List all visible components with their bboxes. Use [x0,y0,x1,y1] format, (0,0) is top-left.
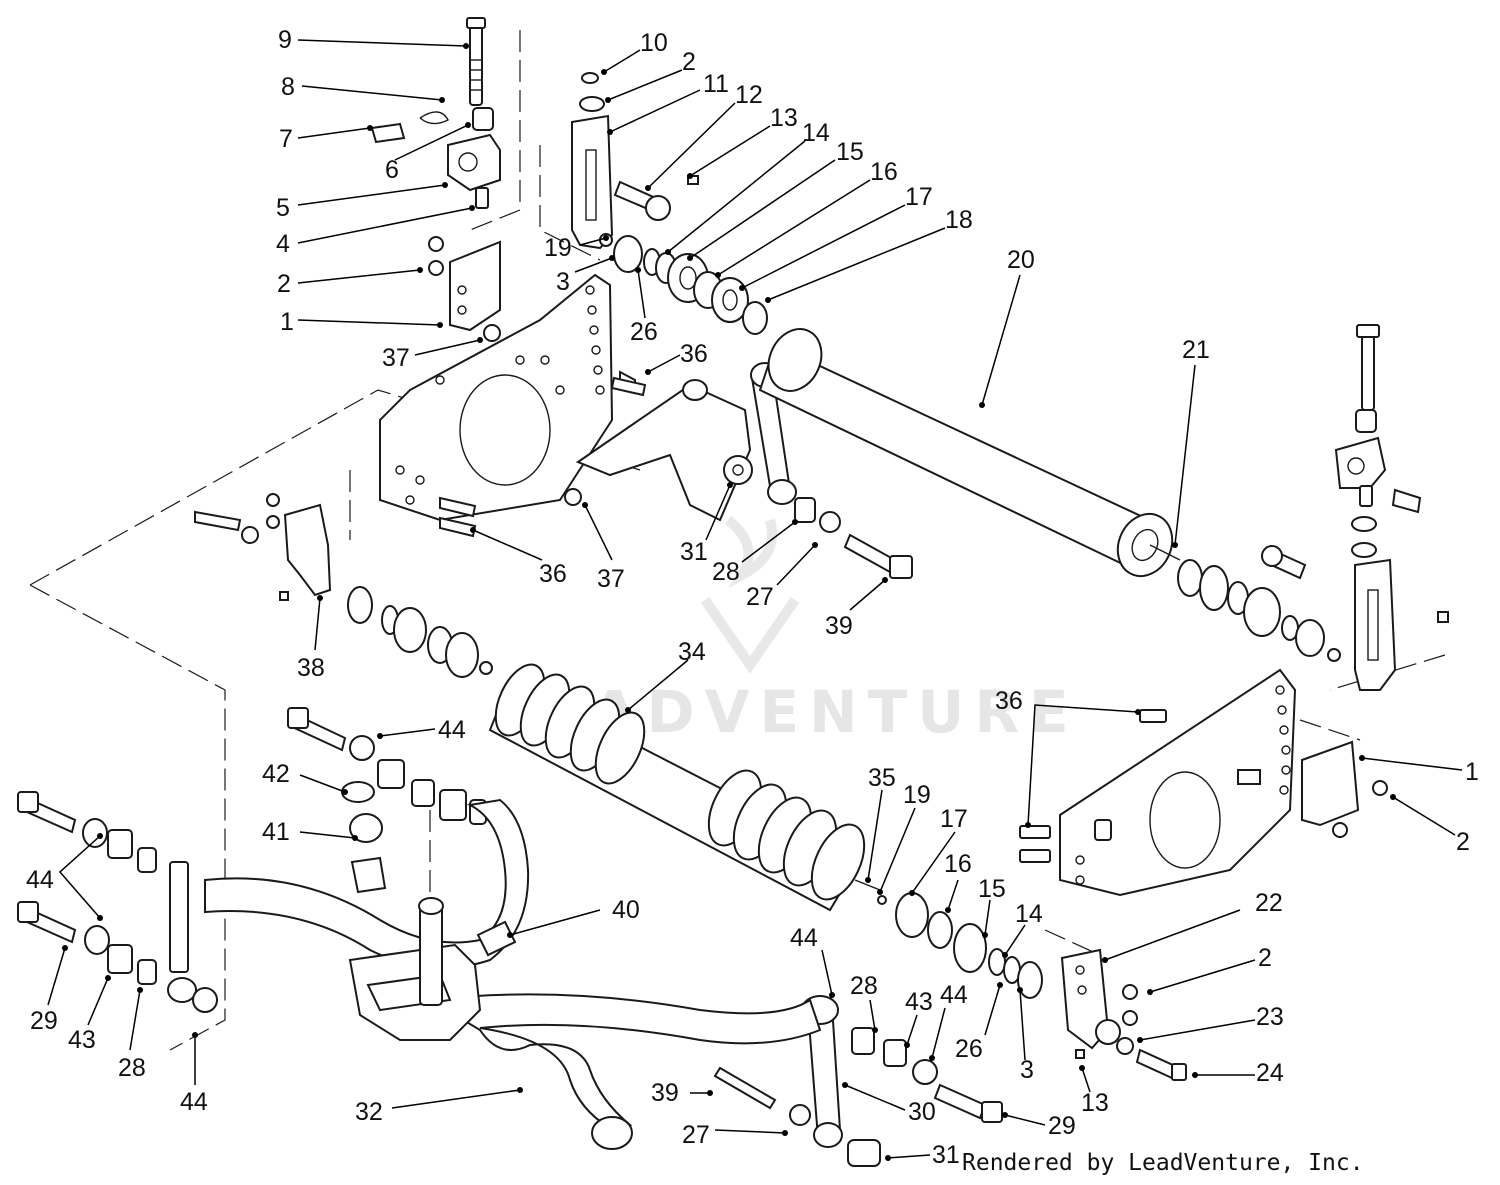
callout-15: 15 [978,875,1006,903]
leader-lines [47,39,1463,1161]
link-30-lower [713,995,1003,1167]
callout-20: 20 [1007,246,1035,274]
callout-44: 44 [940,981,968,1009]
callout-37: 37 [597,565,625,593]
callout-labels: 9 8 7 6 5 4 2 1 10 2 11 12 13 14 15 16 1… [26,26,1479,1169]
callout-2: 2 [682,48,696,76]
callout-42: 42 [262,760,290,788]
callout-14: 14 [1015,900,1043,928]
callout-2: 2 [277,270,291,298]
callout-19: 19 [544,234,572,262]
callout-44: 44 [26,866,54,894]
callout-37: 37 [382,344,410,372]
bearing-stack-upper [613,235,768,335]
callout-13: 13 [1081,1089,1109,1117]
callout-28: 28 [712,558,740,586]
bracket-38 [194,376,647,601]
callout-3: 3 [556,268,570,296]
callout-2: 2 [1258,944,1272,972]
roller-mount-left [16,707,487,1013]
callout-17: 17 [940,805,968,833]
callout-22: 22 [1255,889,1283,917]
side-plate-left [379,273,614,522]
bracket-1-right [1301,740,1388,838]
callout-27: 27 [746,583,774,611]
roller-frame-32 [204,781,822,1150]
callout-24: 24 [1256,1059,1284,1087]
callout-44: 44 [438,716,466,744]
height-adjuster-right [1261,324,1449,691]
adjuster-bracket-11 [571,72,699,250]
callout-40: 40 [612,896,640,924]
callout-43: 43 [905,988,933,1016]
callout-31: 31 [932,1141,960,1169]
reel-bearings-left [347,586,493,678]
callout-16: 16 [944,850,972,878]
height-adjuster-left [370,17,501,209]
callout-15: 15 [836,138,864,166]
credit-text: Rendered by LeadVenture, Inc. [962,1150,1364,1176]
callout-16: 16 [870,158,898,186]
bushings-39-upper [794,497,913,579]
callout-41: 41 [262,818,290,846]
callout-35: 35 [868,764,896,792]
callout-27: 27 [682,1121,710,1149]
callout-17: 17 [905,183,933,211]
side-plate-right [1019,668,1297,897]
callout-18: 18 [945,206,973,234]
callout-13: 13 [770,104,798,132]
callout-10: 10 [640,29,668,57]
callout-26: 26 [630,318,658,346]
callout-36: 36 [680,340,708,368]
callout-21: 21 [1182,336,1210,364]
callout-9: 9 [278,26,292,54]
callout-31: 31 [680,538,708,566]
callout-28: 28 [850,972,878,1000]
callout-36: 36 [539,560,567,588]
callout-44: 44 [180,1088,208,1116]
callout-26: 26 [955,1035,983,1063]
callout-3: 3 [1020,1056,1034,1084]
callout-14: 14 [802,119,830,147]
callout-1: 1 [280,308,294,336]
bracket-1-left [428,236,501,332]
reel-34 [488,663,887,912]
callout-44: 44 [790,924,818,952]
callout-19: 19 [903,781,931,809]
callout-5: 5 [276,194,290,222]
callout-6: 6 [385,156,399,184]
callout-12: 12 [735,81,763,109]
roller-20 [758,328,1181,578]
callout-1: 1 [1465,758,1479,786]
callout-28: 28 [118,1054,146,1082]
callout-36: 36 [995,687,1023,715]
bearing-stack-lower [895,892,1043,999]
bracket-22 [1060,948,1187,1081]
bearing-stack-right [1177,559,1341,662]
callout-39: 39 [825,612,853,640]
callout-34: 34 [678,638,706,666]
callout-8: 8 [281,73,295,101]
callout-29: 29 [30,1007,58,1035]
callout-2: 2 [1456,828,1470,856]
callout-23: 23 [1256,1003,1284,1031]
callout-4: 4 [276,230,290,258]
callout-29: 29 [1048,1112,1076,1140]
callout-39: 39 [651,1079,679,1107]
callout-43: 43 [68,1026,96,1054]
callout-32: 32 [355,1098,383,1126]
callout-38: 38 [297,654,325,682]
callout-30: 30 [908,1098,936,1126]
callout-11: 11 [703,70,729,98]
callout-7: 7 [279,125,293,153]
